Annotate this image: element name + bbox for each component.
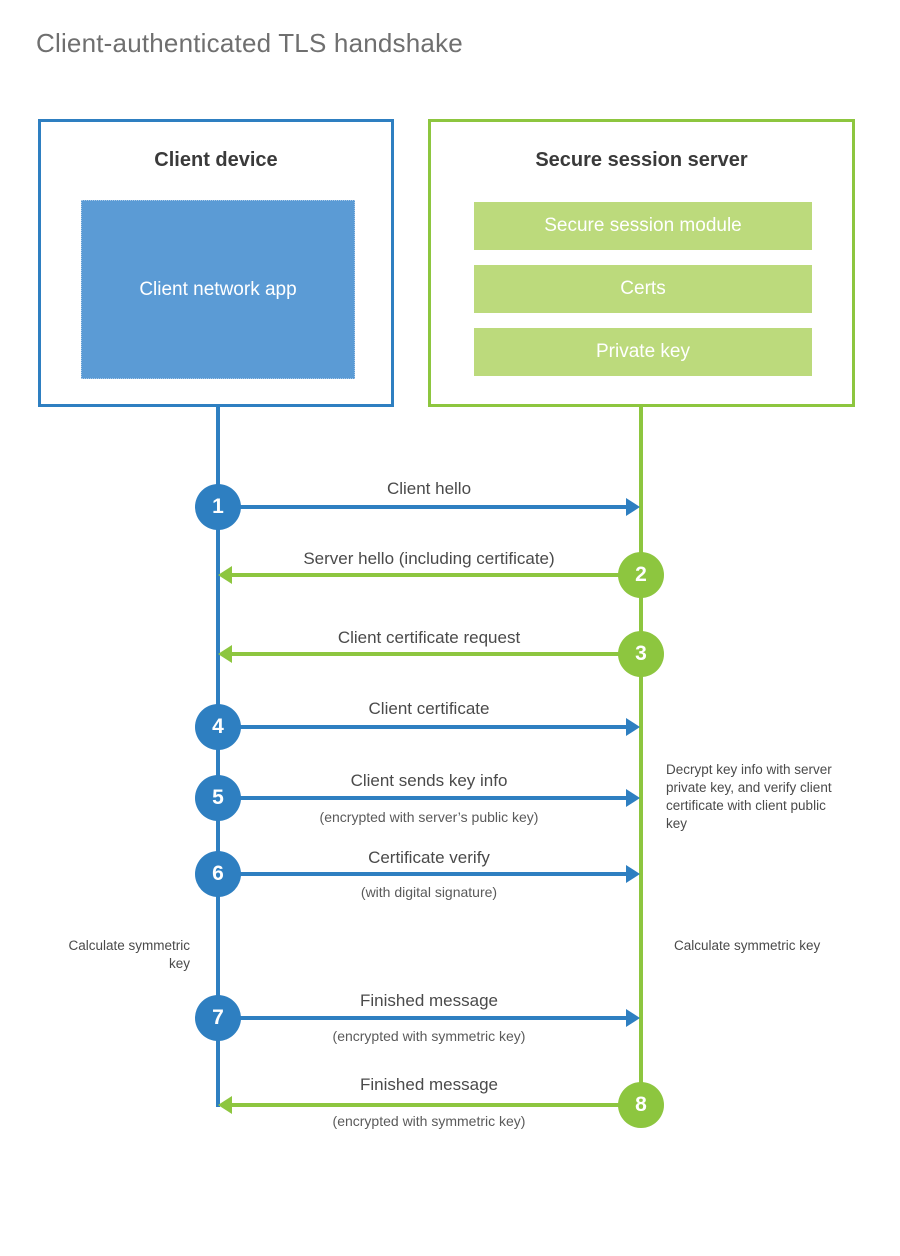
arrow-right-icon bbox=[626, 498, 640, 516]
step-4-arrow-line bbox=[218, 725, 626, 729]
step-3-arrow-line bbox=[232, 652, 640, 656]
client-lifeline bbox=[216, 404, 220, 1107]
server-component-private-key: Private key bbox=[474, 328, 812, 376]
arrow-left-icon bbox=[218, 1096, 232, 1114]
step-8-label: Finished message bbox=[360, 1075, 498, 1094]
secure-session-server-title: Secure session server bbox=[535, 149, 748, 171]
client-device-box: Client device Client network app bbox=[38, 119, 394, 407]
arrow-right-icon bbox=[626, 1009, 640, 1027]
server-component-label: Secure session module bbox=[544, 215, 742, 236]
step-7-sublabel: (encrypted with symmetric key) bbox=[332, 1028, 526, 1044]
step-8-arrow-line bbox=[232, 1103, 640, 1107]
step-6-number-badge: 6 bbox=[195, 851, 241, 897]
step-5-arrow-line bbox=[218, 796, 626, 800]
server-decrypt-note: Decrypt key info with server private key… bbox=[666, 762, 832, 831]
step-7-number-badge: 7 bbox=[195, 995, 241, 1041]
step-3-number-badge: 3 bbox=[618, 631, 664, 677]
server-component-label: Private key bbox=[596, 341, 690, 362]
arrow-right-icon bbox=[626, 718, 640, 736]
step-2-label: Server hello (including certificate) bbox=[303, 549, 555, 568]
arrow-right-icon bbox=[626, 865, 640, 883]
step-7-arrow-line bbox=[218, 1016, 626, 1020]
step-4-number-badge: 4 bbox=[195, 704, 241, 750]
server-component-secure-session-module: Secure session module bbox=[474, 202, 812, 250]
step-4-label: Client certificate bbox=[368, 699, 490, 718]
server-component-certs: Certs bbox=[474, 265, 812, 313]
step-6-label: Certificate verify bbox=[368, 848, 490, 867]
client-calculate-symmetric-key-note: Calculate symmetric key bbox=[68, 938, 190, 971]
step-1-arrow-line bbox=[218, 505, 626, 509]
step-5-sublabel: (encrypted with server’s public key) bbox=[319, 809, 539, 825]
client-network-app-label: Client network app bbox=[139, 278, 297, 300]
arrow-right-icon bbox=[626, 789, 640, 807]
step-3-label: Client certificate request bbox=[337, 628, 521, 647]
server-component-label: Certs bbox=[620, 278, 666, 299]
step-7-label: Finished message bbox=[360, 991, 498, 1010]
step-1-label: Client hello bbox=[386, 479, 472, 498]
step-8-sublabel: (encrypted with symmetric key) bbox=[332, 1113, 526, 1129]
step-1-number-badge: 1 bbox=[195, 484, 241, 530]
client-device-title: Client device bbox=[154, 149, 278, 171]
secure-session-server-box: Secure session server Secure session mod… bbox=[428, 119, 855, 407]
page-title: Client-authenticated TLS handshake bbox=[36, 28, 463, 58]
step-2-arrow-line bbox=[232, 573, 640, 577]
server-calculate-symmetric-key-note: Calculate symmetric key bbox=[674, 938, 821, 953]
step-5-number-badge: 5 bbox=[195, 775, 241, 821]
arrow-left-icon bbox=[218, 645, 232, 663]
step-5-label: Client sends key info bbox=[350, 771, 508, 790]
step-6-sublabel: (with digital signature) bbox=[360, 884, 498, 900]
step-2-number-badge: 2 bbox=[618, 552, 664, 598]
arrow-left-icon bbox=[218, 566, 232, 584]
client-network-app-block: Client network app bbox=[81, 200, 355, 379]
step-6-arrow-line bbox=[218, 872, 626, 876]
server-lifeline bbox=[639, 404, 643, 1107]
step-8-number-badge: 8 bbox=[618, 1082, 664, 1128]
